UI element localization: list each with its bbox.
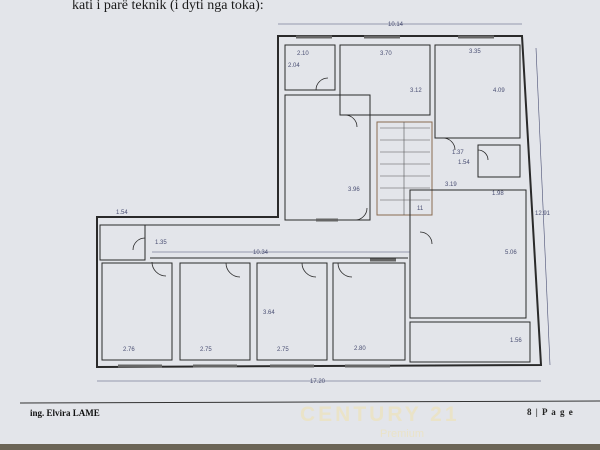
dim-left-h: 1.35 <box>155 240 167 246</box>
dim-big-h: 5.06 <box>505 250 517 256</box>
room-bottom-right <box>409 321 531 363</box>
dim-r1-w: 2.10 <box>297 51 309 57</box>
outer-wall <box>96 35 543 369</box>
plan-caption: kati i parë teknik (i dyti nga toka): <box>72 0 264 13</box>
dim-r2-h: 3.12 <box>410 88 422 94</box>
dim-tall-h: 3.96 <box>348 187 360 193</box>
bath <box>477 144 521 178</box>
dim-r3-w: 3.35 <box>469 49 481 55</box>
room-b3 <box>256 262 328 361</box>
room-left-small <box>99 224 146 261</box>
stairs <box>376 121 433 216</box>
dim-b3-w: 2.75 <box>277 347 289 353</box>
dim-bath-w: 1.37 <box>452 150 464 156</box>
dim-r2-w: 3.70 <box>380 51 392 57</box>
room-b1 <box>101 262 173 361</box>
room-1 <box>284 44 336 91</box>
page-number: 8 | P a g e <box>527 407 574 417</box>
dim-br-h: 1.56 <box>510 338 522 344</box>
dim-right: 12.91 <box>535 211 551 217</box>
dim-b1-w: 2.76 <box>123 347 135 353</box>
stair-number: 11 <box>417 206 424 212</box>
room-3 <box>434 44 521 139</box>
footer-rule <box>19 400 600 404</box>
room-2 <box>339 44 431 116</box>
dim-bath-h: 1.54 <box>458 160 470 166</box>
room-tall <box>284 94 371 221</box>
dim-r1-h: 2.04 <box>288 63 300 69</box>
watermark-logo: CENTURY 21 <box>300 403 460 426</box>
dim-top: 10.14 <box>388 22 404 28</box>
dim-b4-w: 2.80 <box>354 346 366 352</box>
dim-hall-h: 3.19 <box>445 182 457 188</box>
watermark-sub: Premium <box>380 428 425 440</box>
dim-bottom: 17.20 <box>310 379 326 385</box>
room-b2 <box>179 262 251 361</box>
room-b4 <box>332 262 406 361</box>
dim-big-w: 1.98 <box>492 191 504 197</box>
dim-b3-h: 3.64 <box>263 310 275 316</box>
dim-b2-w: 2.75 <box>200 347 212 353</box>
dim-corridor: 10.34 <box>253 250 269 256</box>
dim-r3-h: 4.09 <box>493 88 505 94</box>
room-big <box>409 189 527 319</box>
dim-left-w: 1.54 <box>116 210 128 216</box>
table-edge <box>0 444 600 450</box>
author: ing. Elvira LAME <box>30 408 100 418</box>
